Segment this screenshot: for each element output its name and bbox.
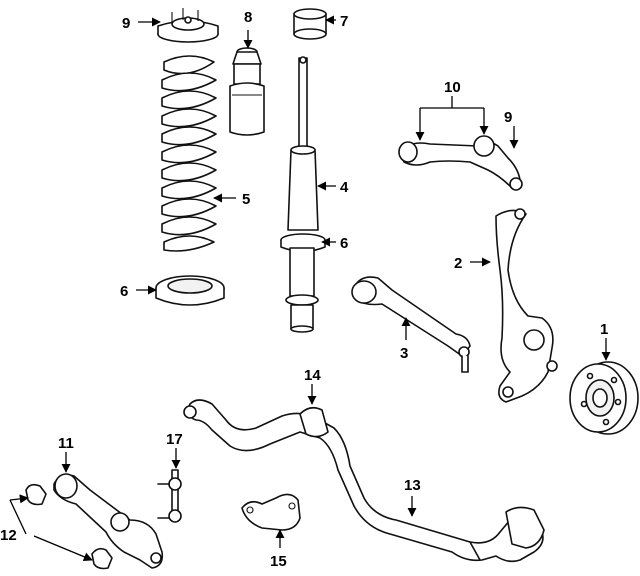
upper-control-arm	[398, 135, 523, 191]
shock-absorber	[280, 56, 326, 333]
stabilizer-link	[157, 469, 182, 523]
stabilizer-bushing-bracket	[241, 493, 301, 531]
bump-stop-pad	[293, 8, 327, 40]
callout-9: 9	[122, 15, 130, 32]
coil-spring	[161, 55, 217, 252]
steering-knuckle	[495, 208, 558, 403]
callout-13: 12	[0, 527, 17, 544]
callout-labels: 9 8 7 5 4 6 6 10 9 2 3 1 14 13 17 11 12 …	[0, 9, 608, 570]
callout-3: 3	[400, 345, 408, 362]
callout-8: 8	[244, 9, 252, 26]
callout-15: 14	[304, 367, 321, 384]
spring-isolator-lower	[155, 275, 225, 306]
callout-4: 4	[340, 179, 349, 196]
callout-2: 2	[454, 255, 462, 272]
callout-6-strut: 6	[340, 235, 348, 252]
control-arm-bushings	[25, 483, 113, 570]
callout-16: 15	[270, 553, 287, 570]
callout-12: 11	[58, 435, 74, 452]
upper-spring-mount	[157, 8, 219, 43]
callout-17: 17	[166, 431, 183, 448]
wheel-hub-bearing	[569, 361, 639, 435]
leader-lines	[9, 15, 611, 562]
callout-10: 9	[504, 109, 512, 126]
lower-control-arm	[53, 473, 164, 569]
callout-6-isolator: 6	[120, 283, 128, 300]
callout-11: 10	[444, 79, 461, 96]
callout-5: 5	[242, 191, 250, 208]
stabilizer-bar	[183, 399, 545, 563]
callout-1: 1	[600, 321, 608, 338]
callout-14: 13	[404, 477, 421, 494]
dust-boot	[229, 47, 265, 136]
lower-link-arm	[351, 276, 471, 373]
callout-7: 7	[340, 13, 348, 30]
